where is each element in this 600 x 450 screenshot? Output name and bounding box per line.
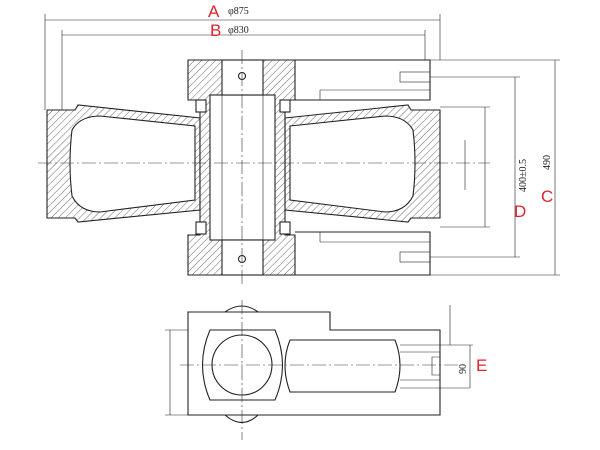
dimension-d-value: 400±0.5 [518, 159, 529, 192]
dimension-a-line [44, 14, 441, 110]
right-arm [284, 104, 441, 223]
label-c: C [541, 187, 554, 206]
dimension-e-value: 90 [458, 364, 469, 374]
right-flanges [295, 59, 431, 276]
label-d: D [514, 202, 527, 221]
dimension-d-line [440, 106, 490, 228]
dimension-b-value: φ830 [228, 25, 249, 36]
dimension-a-value: φ875 [228, 6, 249, 17]
label-a: A [208, 2, 220, 21]
dimension-c-value: 490 [542, 155, 553, 170]
dimension-c-line [430, 59, 560, 276]
dimension-b-line [61, 30, 426, 110]
left-arm [46, 104, 201, 223]
bottom-view [165, 300, 473, 440]
hub [187, 59, 296, 276]
dimension-400-line [430, 76, 520, 258]
label-b: B [210, 21, 222, 40]
label-e: E [476, 356, 488, 375]
